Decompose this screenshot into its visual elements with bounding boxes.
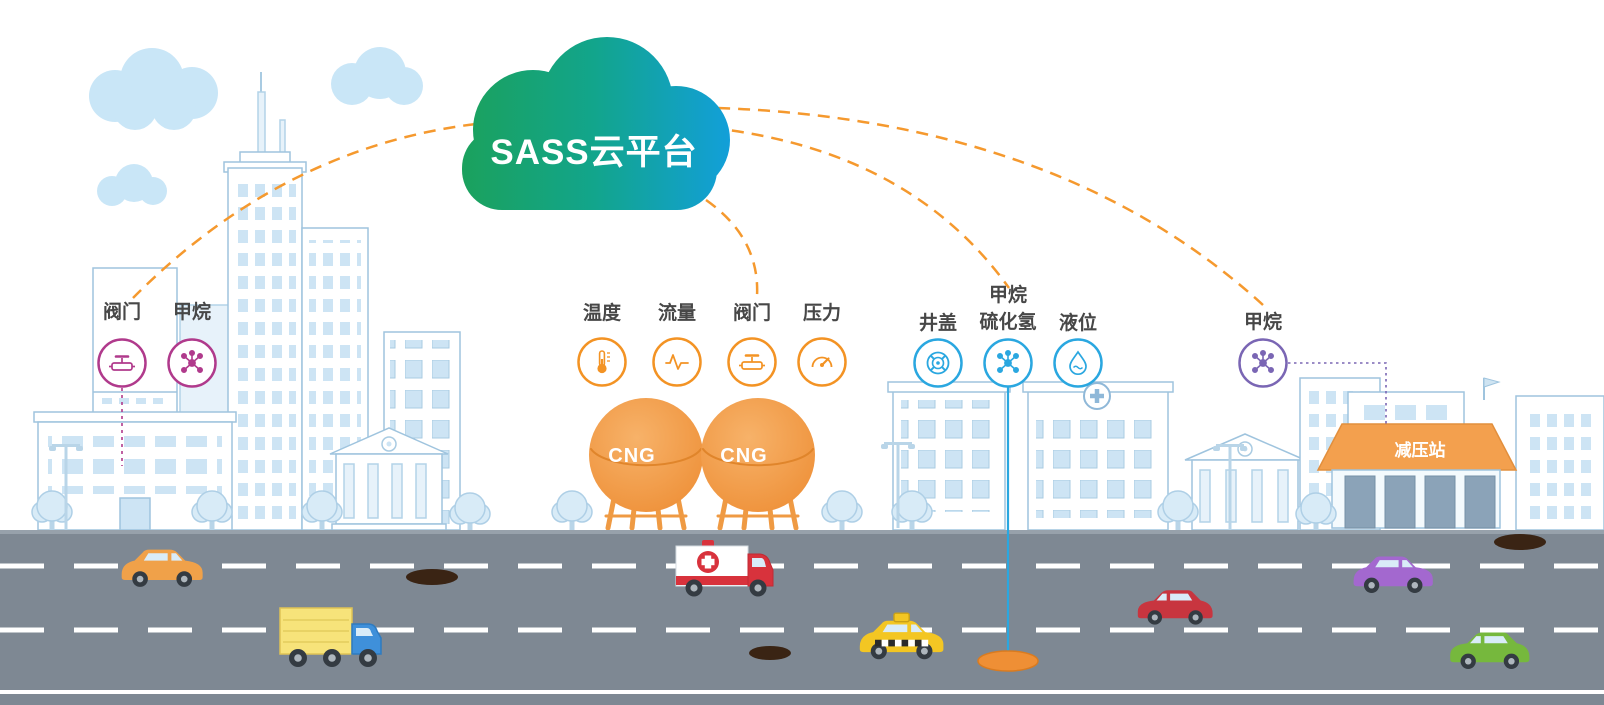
sensor-ring xyxy=(652,337,702,387)
right-city-skyline: 减压站 xyxy=(880,377,1604,533)
sensor-group-pipeline: 井盖 甲烷 硫化氢 液位 xyxy=(913,283,1103,388)
station-door xyxy=(1344,475,1376,529)
flag-icon xyxy=(1483,377,1501,388)
cloud-link-cng xyxy=(705,198,759,297)
cloud-link-left xyxy=(132,120,496,299)
manhole xyxy=(406,569,458,585)
manhole xyxy=(749,646,791,660)
sensor-label: 甲烷 xyxy=(173,300,211,323)
left-city-skyline xyxy=(31,72,491,533)
bank-building xyxy=(329,427,449,531)
taxi-checker-strip xyxy=(875,639,929,647)
hospital-building xyxy=(1022,381,1174,531)
road xyxy=(0,530,1604,705)
taxi-roof-sign xyxy=(893,612,910,623)
sensor-label: 硫化氢 xyxy=(979,310,1036,333)
tree xyxy=(821,490,863,531)
tank-label: CNG xyxy=(608,445,655,467)
ambulance xyxy=(675,540,774,597)
taxi xyxy=(859,612,944,660)
station-door xyxy=(1424,475,1456,529)
sensor-group-station: 甲烷 xyxy=(1238,310,1288,388)
sensor-label: 井盖 xyxy=(919,311,957,334)
cloud-link-station xyxy=(717,106,1264,306)
sensor-label: 阀门 xyxy=(103,300,141,323)
sensor-label: 液位 xyxy=(1059,311,1097,334)
cng-tank-2: CNG xyxy=(701,398,815,531)
station-door xyxy=(1464,475,1496,529)
sensor-label: 甲烷 xyxy=(989,283,1027,306)
sensor-label: 流量 xyxy=(658,301,696,324)
vehicles xyxy=(121,540,1530,669)
manhole xyxy=(1494,534,1546,550)
sensor-label: 阀门 xyxy=(733,301,771,324)
pressure-reduction-station: 减压站 xyxy=(1316,377,1518,529)
station-door xyxy=(1384,475,1416,529)
sensor-group-city: 阀门 甲烷 xyxy=(97,300,217,388)
sky-clouds xyxy=(89,47,423,206)
yellow-truck xyxy=(279,607,382,667)
cloud-platform: SASS云平台 xyxy=(462,37,730,210)
monitored-manhole xyxy=(977,650,1039,672)
sensor-ring xyxy=(1053,338,1103,388)
sensor-label: 温度 xyxy=(583,301,622,324)
tree xyxy=(551,490,593,531)
cng-tank-farm: CNG CNG xyxy=(551,398,863,531)
connection-lines xyxy=(121,106,1387,672)
sensor-label: 压力 xyxy=(803,301,841,324)
cng-tank-1: CNG xyxy=(589,398,703,531)
station-label: 减压站 xyxy=(1395,440,1446,460)
cloud-link-pipeline xyxy=(711,126,1011,289)
cloud-platform-title: SASS云平台 xyxy=(490,133,697,172)
sensor-label: 甲烷 xyxy=(1244,310,1282,333)
sensor-drop-line-purple xyxy=(1288,362,1387,424)
sensor-group-cng: 温度 流量 阀门 压力 xyxy=(577,301,847,387)
sensor-ring xyxy=(797,337,847,387)
tank-label: CNG xyxy=(720,445,767,467)
